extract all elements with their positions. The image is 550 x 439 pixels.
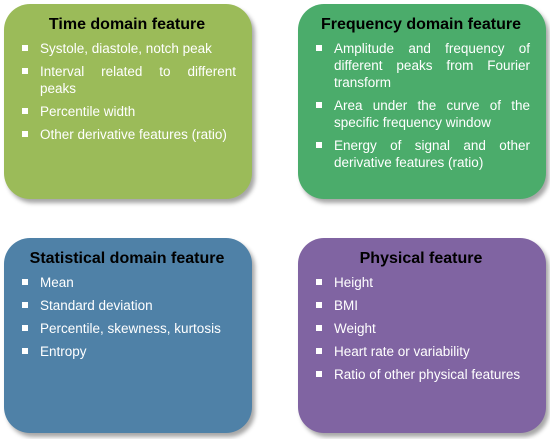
list-item: Percentile width	[18, 103, 236, 120]
list-item: Standard deviation	[18, 297, 236, 314]
list-item: BMI	[312, 297, 530, 314]
list-item-text: Entropy	[40, 344, 87, 359]
list-item: Systole, diastole, notch peak	[18, 40, 236, 57]
frequency-domain-title: Frequency domain feature	[320, 16, 522, 33]
square-bullet-icon	[316, 371, 322, 377]
square-bullet-icon	[22, 68, 28, 74]
square-bullet-icon	[316, 279, 322, 285]
frequency-domain-box: Frequency domain feature Amplitude and f…	[298, 4, 546, 199]
list-item-text: BMI	[334, 298, 359, 313]
list-item: Other derivative features (ratio)	[18, 126, 236, 143]
square-bullet-icon	[22, 348, 28, 354]
list-item: Interval related to different peaks	[18, 63, 236, 97]
list-item-text: Height	[334, 275, 374, 290]
list-item: Heart rate or variability	[312, 343, 530, 360]
square-bullet-icon	[316, 325, 322, 331]
list-item-text: Weight	[334, 321, 376, 336]
statistical-domain-list: Mean Standard deviation Percentile, skew…	[18, 274, 236, 360]
square-bullet-icon	[22, 302, 28, 308]
square-bullet-icon	[22, 279, 28, 285]
physical-feature-list: Height BMI Weight Heart rate or variabil…	[312, 274, 530, 383]
square-bullet-icon	[22, 108, 28, 114]
list-item-text: Mean	[40, 275, 74, 290]
list-item: Entropy	[18, 343, 236, 360]
list-item: Height	[312, 274, 530, 291]
physical-feature-title: Physical feature	[359, 250, 483, 267]
list-item: Weight	[312, 320, 530, 337]
list-item-text: Interval related to different peaks	[40, 64, 236, 96]
list-item: Mean	[18, 274, 236, 291]
frequency-domain-list: Amplitude and frequency of different pea…	[312, 40, 530, 171]
square-bullet-icon	[316, 348, 322, 354]
time-domain-title: Time domain feature	[48, 16, 206, 33]
square-bullet-icon	[316, 45, 322, 51]
time-domain-box: Time domain feature Systole, diastole, n…	[4, 4, 252, 199]
list-item-text: Heart rate or variability	[334, 344, 470, 359]
square-bullet-icon	[316, 142, 322, 148]
list-item-text: Standard deviation	[40, 298, 153, 313]
list-item: Area under the curve of the specific fre…	[312, 97, 530, 131]
list-item: Ratio of other physical features	[312, 366, 530, 383]
square-bullet-icon	[22, 325, 28, 331]
list-item-text: Energy of signal and other derivative fe…	[334, 138, 530, 170]
list-item-text: Amplitude and frequency of different pea…	[334, 41, 530, 90]
list-item-text: Percentile width	[40, 104, 136, 119]
list-item-text: Systole, diastole, notch peak	[40, 41, 212, 56]
list-item: Percentile, skewness, kurtosis	[18, 320, 236, 337]
square-bullet-icon	[316, 302, 322, 308]
time-domain-list: Systole, diastole, notch peak Interval r…	[18, 40, 236, 143]
square-bullet-icon	[316, 102, 322, 108]
list-item-text: Other derivative features (ratio)	[40, 127, 227, 142]
square-bullet-icon	[22, 45, 28, 51]
statistical-domain-box: Statistical domain feature Mean Standard…	[4, 238, 252, 433]
list-item: Energy of signal and other derivative fe…	[312, 137, 530, 171]
physical-feature-box: Physical feature Height BMI Weight Heart…	[298, 238, 546, 433]
statistical-domain-title: Statistical domain feature	[29, 250, 225, 267]
list-item-text: Percentile, skewness, kurtosis	[40, 321, 221, 336]
list-item-text: Area under the curve of the specific fre…	[334, 98, 530, 130]
list-item-text: Ratio of other physical features	[334, 367, 521, 382]
square-bullet-icon	[22, 131, 28, 137]
list-item: Amplitude and frequency of different pea…	[312, 40, 530, 91]
